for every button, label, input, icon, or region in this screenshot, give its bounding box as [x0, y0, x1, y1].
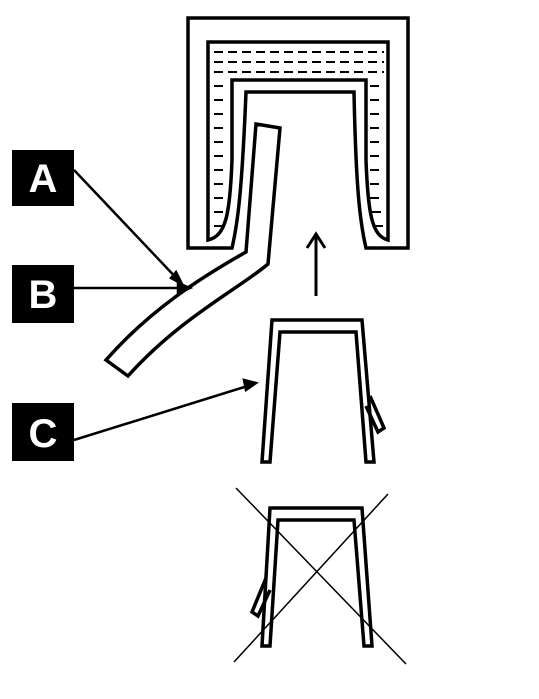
cap-incorrect	[249, 506, 374, 648]
up-arrow-icon	[305, 231, 327, 296]
label-b: B	[12, 265, 74, 323]
leader-line-a	[73, 169, 183, 285]
label-a: A	[12, 150, 74, 206]
housing-inner-wall	[206, 40, 390, 243]
cross-mark-icon	[233, 487, 407, 665]
label-c: C	[12, 403, 74, 461]
label-c-text: C	[29, 412, 58, 456]
housing	[186, 16, 410, 250]
housing-outer-wall	[186, 16, 410, 250]
label-b-text: B	[29, 273, 58, 317]
cap-correct	[260, 318, 387, 464]
bent-tube	[103, 121, 282, 379]
leader-lines	[73, 169, 259, 442]
leader-line-c	[73, 382, 255, 442]
cap-incorrect-tab	[249, 577, 272, 619]
label-a-text: A	[29, 157, 58, 201]
cap-correct-tab	[364, 395, 387, 435]
liquid-fill	[214, 51, 384, 227]
